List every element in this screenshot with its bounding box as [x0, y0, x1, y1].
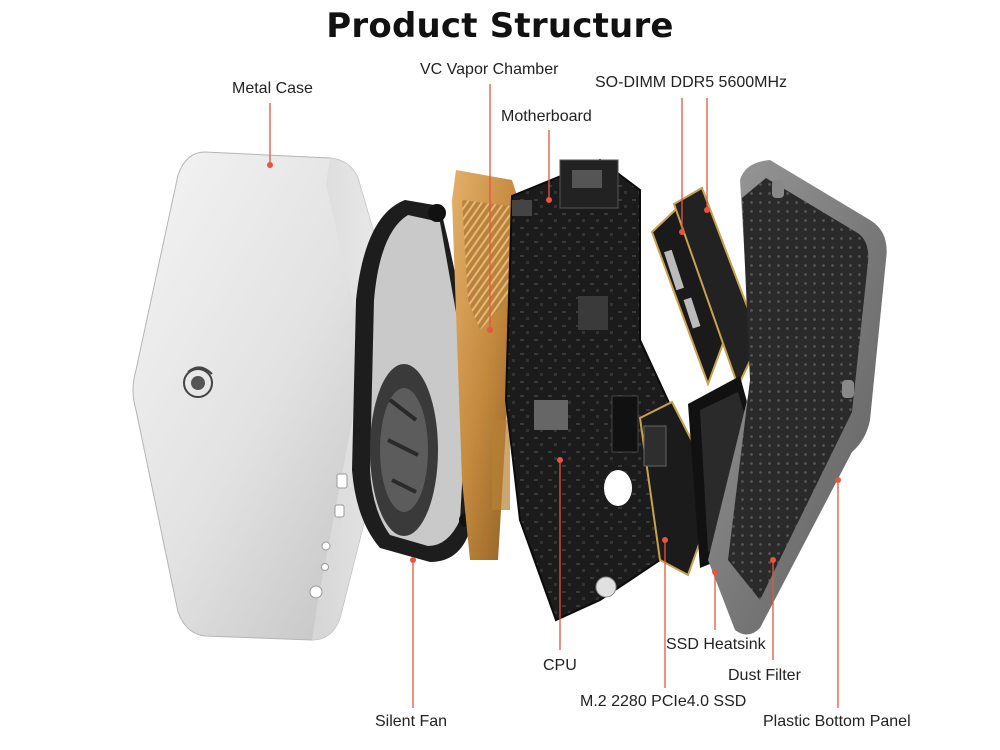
- label-motherboard: Motherboard: [501, 108, 592, 125]
- label-m2-ssd: M.2 2280 PCIe4.0 SSD: [580, 693, 747, 710]
- dust-filter: [728, 178, 869, 600]
- page-title: Product Structure: [326, 6, 674, 46]
- label-silent-fan: Silent Fan: [375, 713, 448, 730]
- silent-fan: [352, 200, 482, 562]
- label-dust-filter: Dust Filter: [728, 667, 801, 684]
- label-plastic-bottom-panel: Plastic Bottom Panel: [763, 713, 911, 730]
- leader-dots: [267, 162, 841, 575]
- vc-vapor-chamber: [452, 170, 520, 560]
- label-vc-vapor-chamber: VC Vapor Chamber: [420, 61, 559, 78]
- label-cpu: CPU: [543, 657, 577, 674]
- leader-lines: [269, 84, 839, 708]
- label-so-dimm: SO-DIMM DDR5 5600MHz: [595, 74, 788, 91]
- label-metal-case: Metal Case: [232, 80, 313, 97]
- label-ssd-heatsink: SSD Heatsink: [666, 636, 766, 653]
